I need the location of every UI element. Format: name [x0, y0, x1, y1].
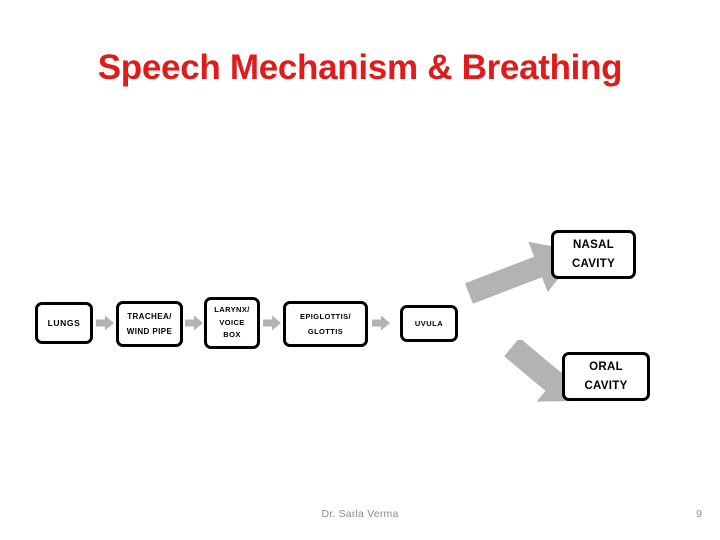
flow-box-trachea[interactable]: TRACHEA/ WIND PIPE [116, 301, 183, 347]
arrow-right-icon [185, 315, 203, 331]
flow-box-larynx-line-3: BOX [223, 330, 241, 340]
arrow-right-icon [372, 315, 390, 331]
arrow-right-icon [96, 315, 114, 331]
flow-box-nasal-cavity-line-2: CAVITY [571, 257, 616, 270]
flow-box-oral-cavity-line-1: ORAL [589, 360, 623, 373]
footer-page-number: 9 [696, 508, 702, 520]
footer-author: Dr. Sarla Verma [321, 508, 399, 520]
flow-box-epiglottis[interactable]: EPIGLOTTIS/ GLOTTIS [283, 301, 368, 347]
flow-box-trachea-line-2: WIND PIPE [126, 327, 173, 336]
arrow-right-icon [263, 315, 281, 331]
flow-box-larynx[interactable]: LARYNX/ VOICE BOX [204, 297, 260, 349]
flow-box-lungs-line-1: LUNGS [47, 318, 81, 328]
flow-box-lungs[interactable]: LUNGS [35, 302, 93, 344]
flow-box-uvula-line-1: UVULA [414, 319, 444, 328]
flow-box-uvula[interactable]: UVULA [400, 305, 458, 342]
page-title: Speech Mechanism & Breathing [97, 48, 623, 87]
flow-box-oral-cavity-line-2: CAVITY [584, 379, 628, 392]
flow-box-larynx-line-1: LARYNX/ [214, 305, 250, 315]
arrow-diagonal-down-right-icon [498, 340, 590, 408]
flow-box-trachea-line-1: TRACHEA/ [127, 312, 172, 321]
flow-box-nasal-cavity[interactable]: NASAL CAVITY [551, 230, 636, 279]
arrow-diagonal-up-right-icon [461, 222, 589, 322]
flow-box-nasal-cavity-line-1: NASAL [572, 238, 615, 251]
flow-box-epiglottis-line-1: EPIGLOTTIS/ [299, 312, 352, 321]
flow-box-oral-cavity[interactable]: ORAL CAVITY [562, 352, 650, 401]
flow-box-larynx-line-2: VOICE [219, 317, 245, 327]
flow-box-epiglottis-line-2: GLOTTIS [307, 327, 344, 336]
